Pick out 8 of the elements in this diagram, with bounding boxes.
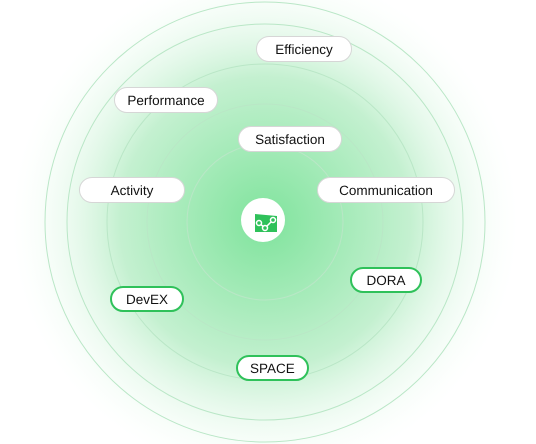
tag: Performance xyxy=(114,87,218,113)
tag: Satisfaction xyxy=(238,126,342,152)
tag: Efficiency xyxy=(256,36,352,62)
highlighted-tag: SPACE xyxy=(236,355,309,381)
tag: Activity xyxy=(79,177,185,203)
highlighted-tag: DORA xyxy=(350,267,422,293)
highlighted-tag: DevEX xyxy=(110,286,184,312)
tag: Communication xyxy=(317,177,455,203)
